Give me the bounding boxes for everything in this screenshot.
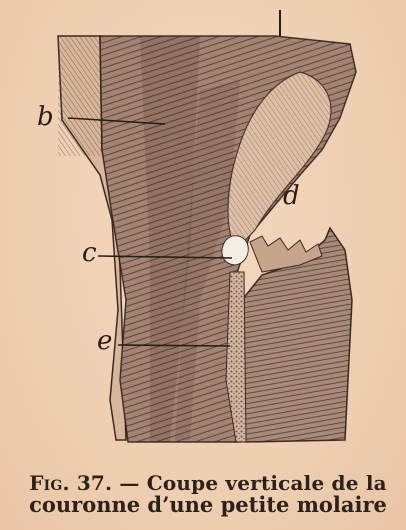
label-b: b (37, 104, 54, 130)
label-e: e (97, 328, 112, 354)
cavity-c (222, 236, 248, 265)
figure-caption: Fig. 37. — Coupe verticale de la couronn… (10, 473, 406, 516)
label-c: c (82, 240, 97, 266)
leader-e (118, 345, 230, 346)
caption-line-2: couronne d’une petite molaire (10, 494, 406, 516)
tooth-section-illustration (0, 0, 406, 470)
caption-line-1: Fig. 37. — Coupe verticale de la (10, 473, 406, 494)
label-d: d (283, 183, 300, 209)
